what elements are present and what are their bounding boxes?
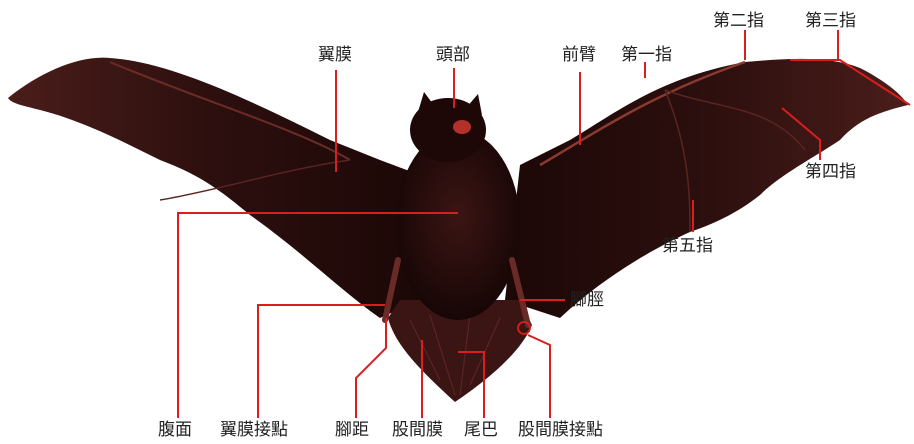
label-forearm: 前臂 [562,45,596,65]
label-calcar: 腳距 [335,420,369,440]
label-tail-membrane: 股間膜 [392,420,443,440]
label-wing-membrane: 翼膜 [318,45,352,65]
label-wing-attachment: 翼膜接點 [220,420,288,440]
label-head: 頭部 [436,45,470,65]
right-wing [505,59,908,318]
leader-calcar [356,318,386,418]
label-second-finger: 第二指 [713,11,764,31]
label-tail-membrane-attachment: 股間膜接點 [518,420,603,440]
label-first-finger: 第一指 [621,45,672,65]
label-shin: 腳脛 [570,290,604,310]
left-wing [8,58,420,318]
label-fifth-finger: 第五指 [662,236,713,256]
label-tail: 尾巴 [464,420,498,440]
label-third-finger: 第三指 [805,11,856,31]
label-belly: 腹面 [158,420,192,440]
label-fourth-finger: 第四指 [805,162,856,182]
leader-tail-membrane-attachment [528,335,550,418]
leader-wing-attachment [258,305,385,418]
